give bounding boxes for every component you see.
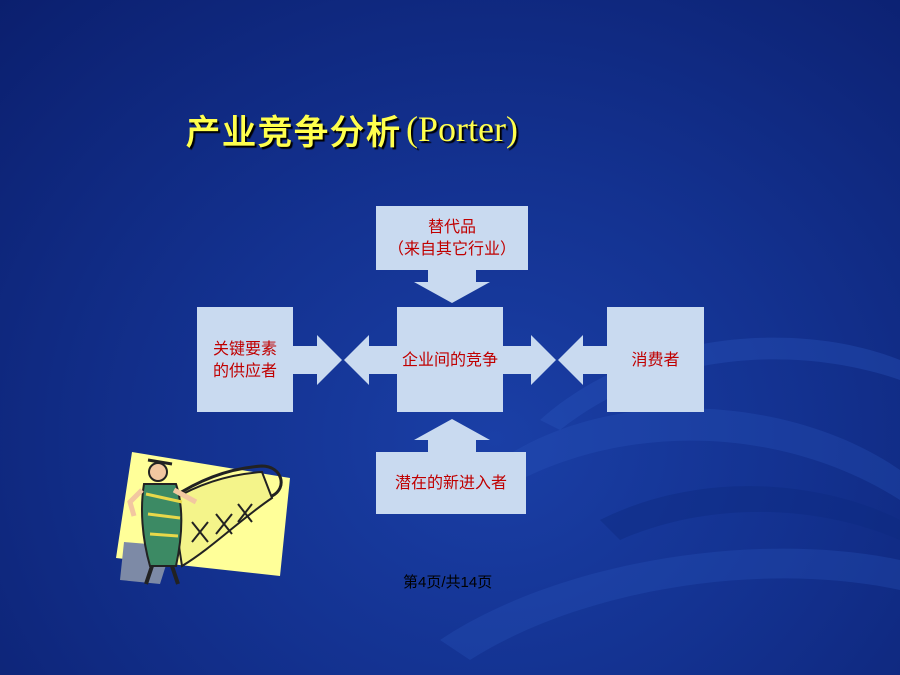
- person-with-scroll-icon: [116, 452, 290, 585]
- buyers-label: 消费者: [631, 349, 680, 369]
- arrow-right-from-rivalry: [503, 335, 556, 385]
- slide-title: 产业竞争分析 (Porter): [186, 104, 518, 154]
- arrow-up-from-new-entrants: [414, 419, 490, 452]
- title-text: 产业竞争分析: [186, 112, 402, 153]
- new-entrants-label: 潜在的新进入者: [394, 473, 507, 492]
- page-number: 第4页/共14页: [403, 573, 493, 591]
- suppliers-line2: 的供应者: [212, 360, 277, 380]
- rivalry-box: 企业间的竞争: [397, 307, 503, 412]
- title-parenthetical: (Porter): [406, 109, 518, 149]
- substitutes-line1: 替代品: [427, 217, 476, 236]
- substitutes-box: 替代品 （来自其它行业）: [376, 206, 528, 270]
- arrow-left-into-rivalry: [344, 335, 397, 385]
- substitutes-line2: （来自其它行业）: [387, 239, 516, 258]
- suppliers-line1: 关键要素: [212, 338, 277, 358]
- rivalry-label: 企业间的竞争: [401, 349, 498, 369]
- new-entrants-box: 潜在的新进入者: [376, 452, 526, 514]
- arrow-right-from-suppliers: [293, 335, 342, 385]
- suppliers-box: 关键要素 的供应者: [197, 307, 293, 412]
- arrow-down-from-substitutes: [414, 270, 490, 303]
- buyers-box: 消费者: [607, 307, 704, 412]
- arrow-left-from-buyers: [558, 335, 607, 385]
